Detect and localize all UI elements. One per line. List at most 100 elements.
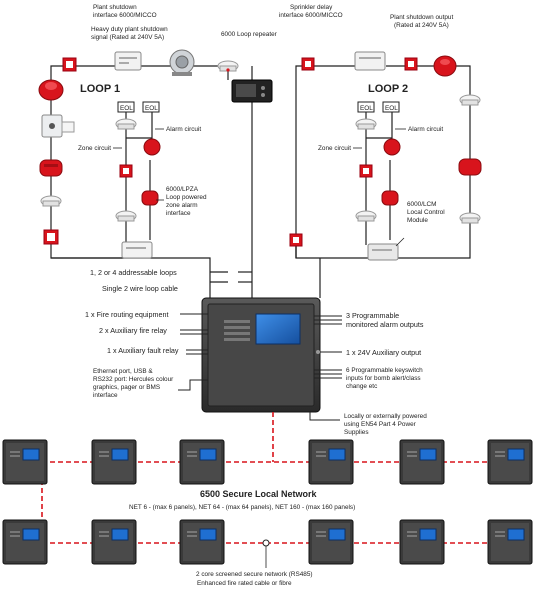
network-cable-label-1: 2 core screened secure network (RS485) xyxy=(196,571,313,578)
alarm-outputs-label-1: 3 Programmable xyxy=(346,311,399,320)
eol-labels: EOL EOL EOL EOL xyxy=(120,105,398,112)
alarm-circuit-label-2: Alarm circuit xyxy=(408,126,443,133)
alarm-siren-2 xyxy=(381,190,399,206)
panel-feeder-lines xyxy=(210,102,253,298)
fire-routing-label: 1 x Fire routing equipment xyxy=(85,310,169,319)
network-panel-11 xyxy=(399,519,445,565)
detector-left-lower xyxy=(40,195,62,207)
power-label-1: Locally or externally powered xyxy=(344,413,427,420)
lcm-label-1: 6000/LCM xyxy=(407,201,437,208)
zone-callpoint-1 xyxy=(119,164,133,178)
plant-output-label-2: (Rated at 240V 5A) xyxy=(394,22,449,29)
lpza-label-4: interface xyxy=(166,210,191,217)
loop2-labels: Alarm circuit Zone circuit 6000/LCM Loca… xyxy=(318,126,445,224)
ethernet-label-1: Ethernet port, USB & xyxy=(93,368,153,375)
loop-cable-label: Single 2 wire loop cable xyxy=(102,284,178,293)
siren-icon xyxy=(39,159,63,177)
eol-label-2: EOL xyxy=(145,105,158,112)
loop-arrows xyxy=(113,128,406,247)
alarm-circuit-label-1: Alarm circuit xyxy=(166,126,201,133)
zone-callpoint-2 xyxy=(359,164,373,178)
power-label-3: Supplies xyxy=(344,429,369,436)
lpza-label-2: Loop powered xyxy=(166,194,207,201)
sprinkler-label-2: interface 6000/MICCO xyxy=(279,12,343,19)
network-panel-screen xyxy=(507,448,525,461)
sprinkler-label-1: Sprinkler delay xyxy=(290,4,333,11)
lpza-module xyxy=(121,241,153,259)
aux-fault-relay-label: 1 x Auxiliary fault relay xyxy=(107,346,179,355)
heavy-duty-label-2: signal (Rated at 240V 5A) xyxy=(91,34,164,41)
heavy-duty-sounder-icon xyxy=(169,49,195,76)
loop2-title: LOOP 2 xyxy=(368,83,408,95)
zone-detector-4 xyxy=(355,210,377,222)
addressable-loops-label: 1, 2 or 4 addressable loops xyxy=(90,268,177,277)
network-panel-5 xyxy=(399,439,445,485)
loop-repeater-device xyxy=(231,79,273,103)
network-panel-screen xyxy=(199,448,217,461)
network-panel-screen xyxy=(328,448,346,461)
network-panel-10 xyxy=(308,519,354,565)
network-panel-1 xyxy=(2,439,48,485)
network-panel-screen xyxy=(22,528,40,541)
network-panel-4 xyxy=(308,439,354,485)
keyswitch-label-2: inputs for bomb alert/class xyxy=(346,375,421,382)
zone-detector-1 xyxy=(115,118,137,130)
aux-output-label: 1 x 24V Auxiliary output xyxy=(346,348,421,357)
network-panel-3 xyxy=(179,439,225,485)
keyswitch-box-icon xyxy=(41,114,75,138)
lpza-label-1: 6000/LPZA xyxy=(166,186,199,193)
network-panel-9 xyxy=(179,519,225,565)
alarm-beacon-2 xyxy=(383,138,401,156)
eol-box-3 xyxy=(357,101,375,113)
detector-right-2 xyxy=(459,212,481,224)
panel-right-labels: 3 Programmable monitored alarm outputs 1… xyxy=(344,311,427,436)
network-panels xyxy=(2,439,533,565)
plant-interface-label-2: interface 6000/MICCO xyxy=(93,12,157,19)
eol-label-3: EOL xyxy=(360,105,373,112)
network-panel-7 xyxy=(2,519,48,565)
panel-left-labels: 1 x Fire routing equipment 2 x Auxiliary… xyxy=(85,310,179,399)
network-panel-screen xyxy=(111,528,129,541)
alarm-outputs-label-2: monitored alarm outputs xyxy=(346,320,424,329)
plant-shutdown-interface xyxy=(114,51,142,71)
eol-box-1 xyxy=(117,101,135,113)
network-panel-screen xyxy=(419,528,437,541)
lpza-label-3: zone alarm xyxy=(166,202,198,209)
network-panel-6 xyxy=(487,439,533,485)
plant-output-beacon xyxy=(433,55,457,77)
network-panel-screen xyxy=(419,448,437,461)
loop2-wiring xyxy=(251,65,471,298)
main-control-panel xyxy=(201,297,321,413)
ethernet-label-4: interface xyxy=(93,392,118,399)
alarm-beacon-1 xyxy=(143,138,161,156)
sprinkler-delay-interface xyxy=(354,51,386,71)
lcm-module xyxy=(367,243,399,261)
smoke-detector-icon xyxy=(217,60,239,72)
panel-left-connectors xyxy=(178,313,208,391)
network-panel-8 xyxy=(91,519,137,565)
loop1-labels: Alarm circuit Zone circuit 6000/LPZA Loo… xyxy=(78,126,207,217)
keyswitch-label-3: change etc xyxy=(346,383,378,390)
siren-right xyxy=(458,158,482,176)
plant-output-callpoint xyxy=(404,57,418,71)
plant-output-label-1: Plant shutdown output xyxy=(390,14,453,21)
network-title: 6500 Secure Local Network xyxy=(200,489,318,499)
call-point-right-lower xyxy=(289,233,303,247)
eol-label-1: EOL xyxy=(120,105,133,112)
call-point-top-right xyxy=(301,57,315,71)
loop1-wiring xyxy=(50,65,229,298)
sounder-beacon-icon xyxy=(38,79,64,101)
network-panel-12 xyxy=(487,519,533,565)
network-cable-label-2: Enhanced fire rated cable or fibre xyxy=(197,580,292,587)
network-panel-screen xyxy=(199,528,217,541)
network-panel-screen xyxy=(328,528,346,541)
power-label-2: using EN54 Part 4 Power xyxy=(344,421,417,428)
alarm-siren-1 xyxy=(141,190,159,206)
cable-point-marker xyxy=(262,539,270,547)
network-subtitle: NET 6 - (max 6 panels), NET 64 - (max 64… xyxy=(129,504,355,511)
eol-box-2 xyxy=(142,101,160,113)
call-point-left-lower xyxy=(43,229,59,245)
heavy-duty-label-1: Heavy duty plant shutdown xyxy=(91,26,168,33)
